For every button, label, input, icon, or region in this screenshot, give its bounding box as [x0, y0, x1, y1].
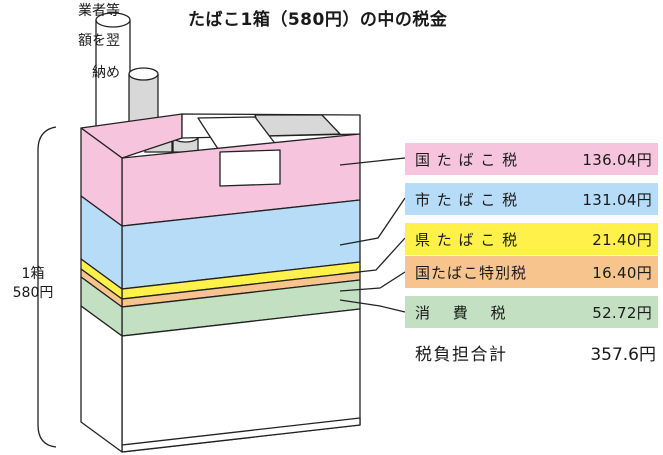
page-title: たばこ1箱（580円）の中の税金: [188, 10, 448, 30]
leader-lines: [339, 157, 406, 313]
box-front: [121, 133, 361, 453]
box-price-label: 580円: [12, 285, 54, 301]
tax-name: 国たばこ特別税: [415, 263, 528, 282]
tax-row-consumption: 消 費 税 52.72円: [405, 296, 658, 328]
tax-name: 国 た ば こ 税: [415, 150, 519, 169]
tax-row-city: 市 た ば こ 税 131.04円: [405, 183, 658, 215]
tax-value: 21.40円: [592, 230, 652, 249]
tax-row-special: 国たばこ特別税 16.40円: [405, 256, 658, 288]
total-label: 税負担合計: [415, 345, 508, 365]
box-side: [80, 127, 123, 453]
box-bracket: [37, 126, 57, 448]
tax-name: 市 た ば こ 税: [415, 190, 519, 209]
tax-name: 消 費 税: [415, 303, 507, 322]
total-tax: 税負担合計 357.6円: [415, 340, 658, 365]
side-text-2: 額を翌: [78, 33, 120, 49]
tax-name: 県 た ば こ 税: [415, 230, 519, 249]
side-text-3: 納め: [92, 65, 120, 81]
tax-value: 52.72円: [592, 303, 652, 322]
tax-value: 131.04円: [582, 190, 652, 209]
total-value: 357.6円: [590, 345, 656, 365]
tax-value: 16.40円: [592, 263, 652, 282]
side-text-1: 業者等: [78, 3, 120, 19]
tax-row-national: 国 た ば こ 税 136.04円: [405, 143, 658, 175]
tax-row-prefecture: 県 た ば こ 税 21.40円: [405, 223, 658, 255]
box-count-label: 1箱: [21, 266, 45, 282]
tax-value: 136.04円: [582, 150, 652, 169]
